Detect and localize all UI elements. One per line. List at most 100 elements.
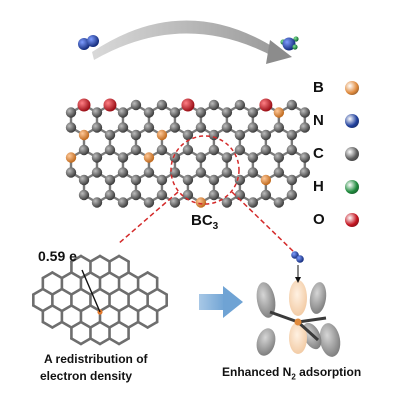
- nh3-molecule-product: [280, 36, 299, 51]
- orbital-illustration: [256, 251, 341, 357]
- boron-atom: [273, 107, 285, 118]
- boron-atom: [195, 197, 207, 208]
- carbon-atom: [234, 189, 246, 201]
- carbon-atom: [104, 129, 116, 141]
- oxygen-atom: [103, 98, 117, 112]
- carbon-atom: [195, 152, 207, 163]
- legend-dot: [345, 81, 359, 95]
- right-caption-sub: 2: [291, 372, 296, 382]
- carbon-atom: [234, 99, 246, 111]
- lattice-bond: [98, 271, 111, 280]
- lattice-bond: [98, 320, 111, 329]
- material-label: BC3: [191, 212, 218, 232]
- lattice-bond: [117, 337, 130, 346]
- carbon-atom: [221, 197, 233, 208]
- lattice-bond: [70, 287, 83, 296]
- carbon-atom: [234, 144, 246, 156]
- carbon-atom: [182, 189, 194, 201]
- lattice-bond: [51, 271, 64, 280]
- carbon-atom: [273, 122, 285, 133]
- lattice-bond: [60, 304, 73, 313]
- carbon-atom: [130, 99, 142, 111]
- carbon-atom: [299, 122, 311, 133]
- oxygen-atom: [259, 98, 273, 112]
- legend-dot: [345, 213, 359, 227]
- lattice-bond: [98, 337, 111, 346]
- carbon-atom: [143, 167, 155, 178]
- boron-atom: [156, 129, 168, 141]
- carbon-atom: [143, 122, 155, 133]
- carbon-atom: [221, 107, 233, 118]
- carbon-atom: [234, 174, 246, 186]
- lattice-bond: [108, 271, 121, 280]
- carbon-atom: [104, 189, 116, 201]
- lattice-bond: [108, 337, 121, 346]
- legend-dot: [345, 180, 359, 194]
- carbon-atom: [286, 144, 298, 156]
- legend-dot: [345, 114, 359, 128]
- legend-symbol: O: [313, 211, 325, 228]
- lattice-bond: [70, 271, 83, 280]
- legend-item-b: B: [313, 79, 393, 99]
- carbon-atom: [156, 144, 168, 156]
- projection-line-right: [231, 191, 297, 255]
- lattice-bond: [60, 271, 73, 280]
- lattice-bond: [41, 304, 54, 313]
- legend-dot: [345, 147, 359, 161]
- carbon-atom: [91, 122, 103, 133]
- carbon-atom: [117, 197, 129, 208]
- carbon-atom: [234, 129, 246, 141]
- lattice-bond: [127, 271, 140, 280]
- carbon-atom: [286, 189, 298, 201]
- lattice-bond: [70, 304, 83, 313]
- lattice-bond: [136, 320, 149, 329]
- carbon-atom: [182, 174, 194, 186]
- carbon-atom: [260, 189, 272, 201]
- bc3-sheet-model: [65, 98, 311, 208]
- lattice-bond: [32, 304, 45, 313]
- left-caption-line-1: A redistribution of: [44, 352, 148, 366]
- carbon-atom: [221, 152, 233, 163]
- carbon-atom: [208, 144, 220, 156]
- carbon-atom: [195, 167, 207, 178]
- lattice-bond: [60, 287, 73, 296]
- lattice-bond: [89, 320, 102, 329]
- oxygen-atom: [181, 98, 195, 112]
- carbon-atom: [286, 174, 298, 186]
- carbon-atom: [182, 144, 194, 156]
- legend-item-c: C: [313, 145, 393, 165]
- legend-symbol: H: [313, 178, 324, 195]
- electron-density-lattice: [32, 254, 168, 346]
- carbon-atom: [78, 174, 90, 186]
- carbon-atom: [130, 144, 142, 156]
- lattice-bond: [79, 271, 92, 280]
- lattice-bond: [98, 254, 111, 263]
- carbon-atom: [91, 152, 103, 163]
- lattice-bond: [70, 337, 83, 346]
- carbon-atom: [247, 122, 259, 133]
- legend-item-n: N: [313, 112, 393, 132]
- oxygen-atom: [77, 98, 91, 112]
- carbon-atom: [247, 152, 259, 163]
- lattice-bond: [108, 254, 121, 263]
- carbon-atom: [156, 99, 168, 111]
- boron-atom: [143, 152, 155, 163]
- carbon-atom: [117, 122, 129, 133]
- carbon-atom: [143, 107, 155, 118]
- lattice-bond: [127, 320, 140, 329]
- carbon-atom: [273, 167, 285, 178]
- lattice-bond: [117, 254, 130, 263]
- carbon-atom: [286, 99, 298, 111]
- lattice-bond: [136, 304, 149, 313]
- carbon-atom: [104, 174, 116, 186]
- lattice-bond: [146, 304, 159, 313]
- carbon-atom: [247, 197, 259, 208]
- right-caption-pre: Enhanced N: [222, 365, 292, 379]
- lattice-bond: [127, 287, 140, 296]
- carbon-atom: [156, 189, 168, 201]
- lattice-bond: [79, 337, 92, 346]
- lattice-bond: [117, 320, 130, 329]
- lattice-bond: [41, 287, 54, 296]
- reaction-arc-arrow: [92, 20, 292, 64]
- carbon-atom: [260, 129, 272, 141]
